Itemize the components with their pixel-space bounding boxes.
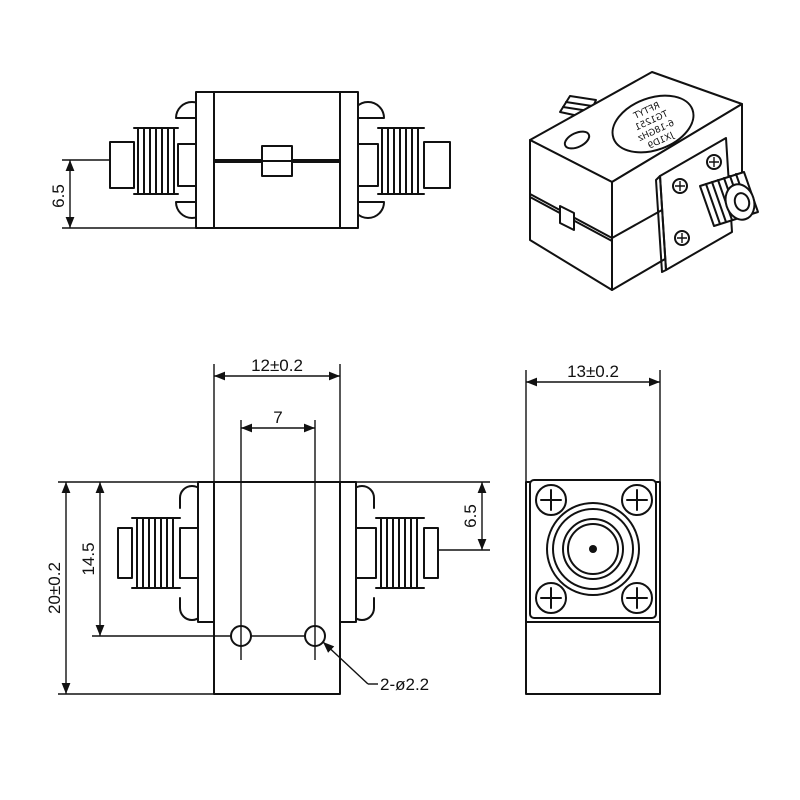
dim-body-width: 12±0.2: [213, 356, 341, 482]
dim-mount-holes: 2-ø2.2: [322, 641, 429, 694]
top-view-left-connector: [109, 127, 197, 195]
dim-body-width-label: 12±0.2: [251, 356, 303, 375]
front-view-right-connector: [355, 517, 439, 589]
dim-port-height: 14.5: [79, 482, 305, 637]
front-view-left-connector: [117, 517, 199, 589]
dim-right-port-offset: 6.5: [340, 481, 490, 551]
dim-hole-spacing-label: 7: [273, 408, 282, 427]
isometric-label: [611, 94, 695, 154]
dim-port-height-label: 14.5: [79, 542, 98, 575]
dim-end-width-label: 13±0.2: [567, 362, 619, 381]
isometric-connector: [699, 171, 759, 227]
top-view-right-connector: [357, 127, 451, 195]
dim-top-port-offset-label: 6.5: [49, 184, 68, 208]
dim-hole-spacing: 7: [241, 408, 315, 433]
isometric-view: RFTYT TG1251 6-18GHz JX1D9: [529, 71, 759, 291]
dim-end-width: 13±0.2: [525, 362, 661, 482]
dim-top-port-offset: 6.5: [49, 159, 196, 229]
end-view: 13±0.2: [525, 362, 661, 695]
dim-overall-height: 20±0.2: [45, 481, 214, 695]
dim-right-port-offset-label: 6.5: [461, 504, 480, 528]
end-view-connector: [546, 502, 640, 596]
front-view-body: [213, 481, 341, 695]
end-view-screws: [535, 484, 653, 614]
top-view: 6.5: [49, 91, 451, 229]
dim-overall-height-label: 20±0.2: [45, 562, 64, 614]
front-view: 12±0.2 7 20±0.2 14.5 6.5: [45, 356, 490, 695]
dim-mount-holes-label: 2-ø2.2: [380, 675, 429, 694]
